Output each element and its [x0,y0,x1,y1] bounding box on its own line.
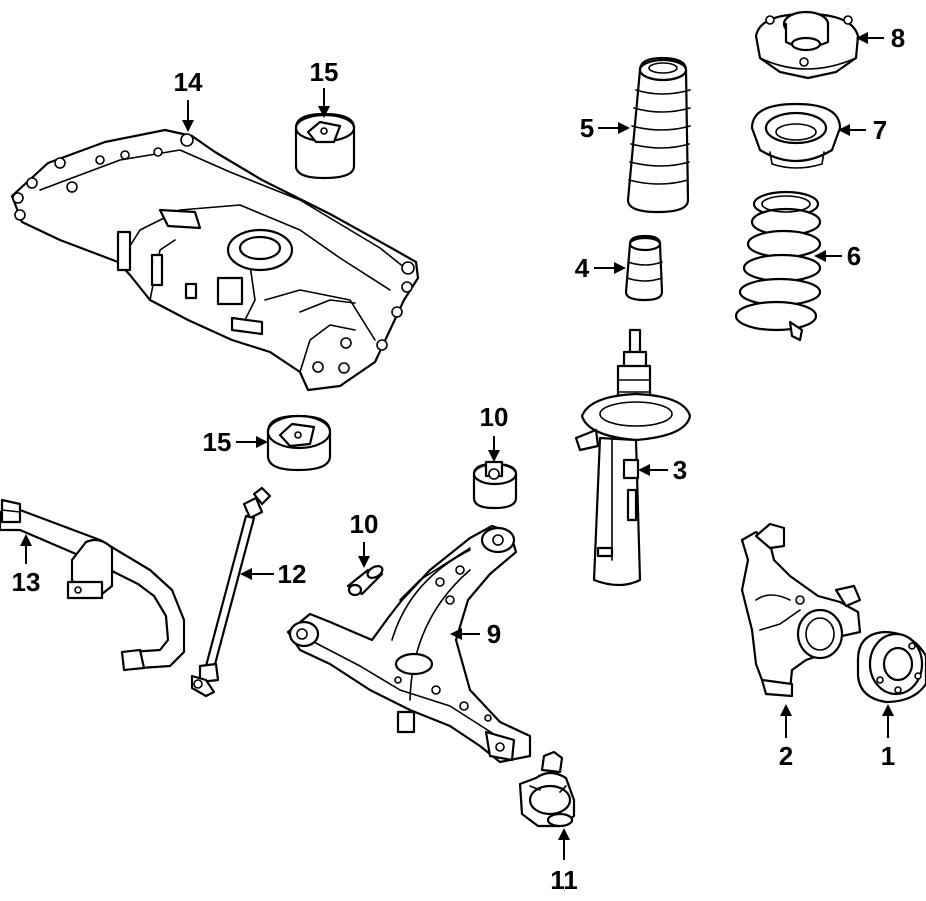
steering-knuckle-part-2 [740,522,862,698]
callout-14: 14 [174,67,203,97]
callout-10-upper: 10 [480,402,509,432]
callout-15-upper: 15 [310,57,339,87]
bushing-upper-part-10 [472,460,518,510]
callout-arrows [20,32,894,860]
callout-1: 1 [881,741,895,771]
stabilizer-link-part-12 [190,486,272,698]
callout-13: 13 [12,567,41,597]
stabilizer-bar-part-13 [0,498,186,672]
spring-seat-part-7 [750,102,842,169]
callout-9: 9 [487,619,501,649]
strut-mount-part-8 [754,10,860,80]
callout-2: 2 [779,741,793,771]
callout-12: 12 [278,559,307,589]
subframe-mount-upper-part-15 [294,112,356,180]
control-arm-part-9 [286,524,532,764]
callout-4: 4 [575,253,590,283]
callout-15-lower: 15 [203,427,232,457]
bushing-lower-part-10 [346,565,384,597]
callout-8: 8 [891,23,905,53]
callout-3: 3 [673,455,687,485]
callout-6: 6 [847,241,861,271]
wheel-hub-part-1 [856,630,926,704]
ball-joint-part-11 [518,750,576,828]
coil-spring-part-6 [734,190,822,342]
subframe-part-14 [10,128,420,392]
dust-boot-part-5 [626,56,691,214]
callout-11: 11 [550,865,578,895]
callout-10-lower: 10 [350,509,379,539]
subframe-mount-lower-part-15 [266,414,332,472]
callout-labels: 14 15 15 5 4 8 7 6 3 10 10 9 12 13 11 2 … [12,23,906,895]
bump-stop-part-4 [624,234,664,302]
strut-part-3 [574,328,692,587]
callout-7: 7 [873,115,887,145]
callout-5: 5 [580,113,594,143]
